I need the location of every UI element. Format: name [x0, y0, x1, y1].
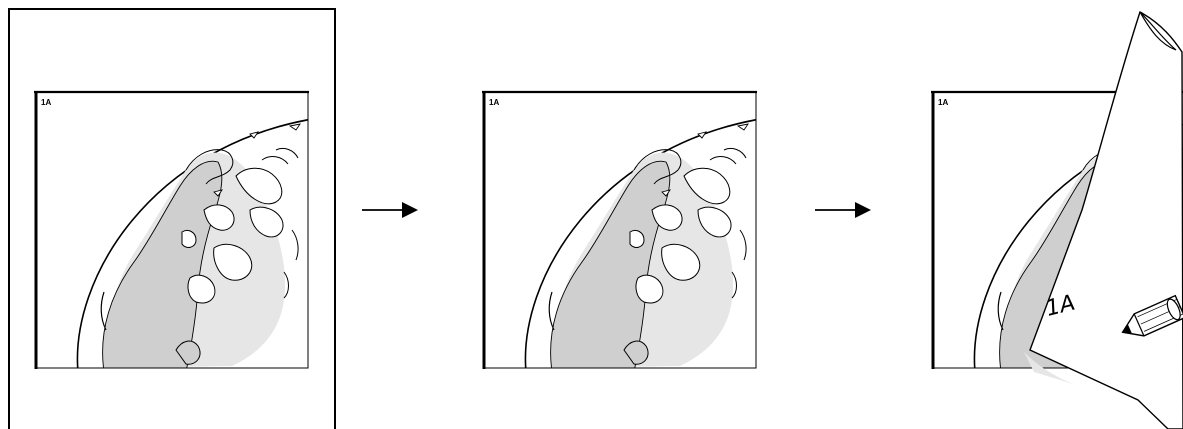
- map-panel-step-1: 1A: [34, 90, 309, 369]
- map-panel-step-2: 1A: [482, 90, 757, 369]
- panel-label: 1A: [489, 98, 499, 107]
- panel-label: 1A: [41, 98, 51, 107]
- pencil-icon: [1121, 294, 1183, 337]
- map-panel-step-3: 1A 1A: [931, 10, 1183, 429]
- page-sheet: [8, 8, 336, 429]
- panel-label: 1A: [938, 98, 948, 107]
